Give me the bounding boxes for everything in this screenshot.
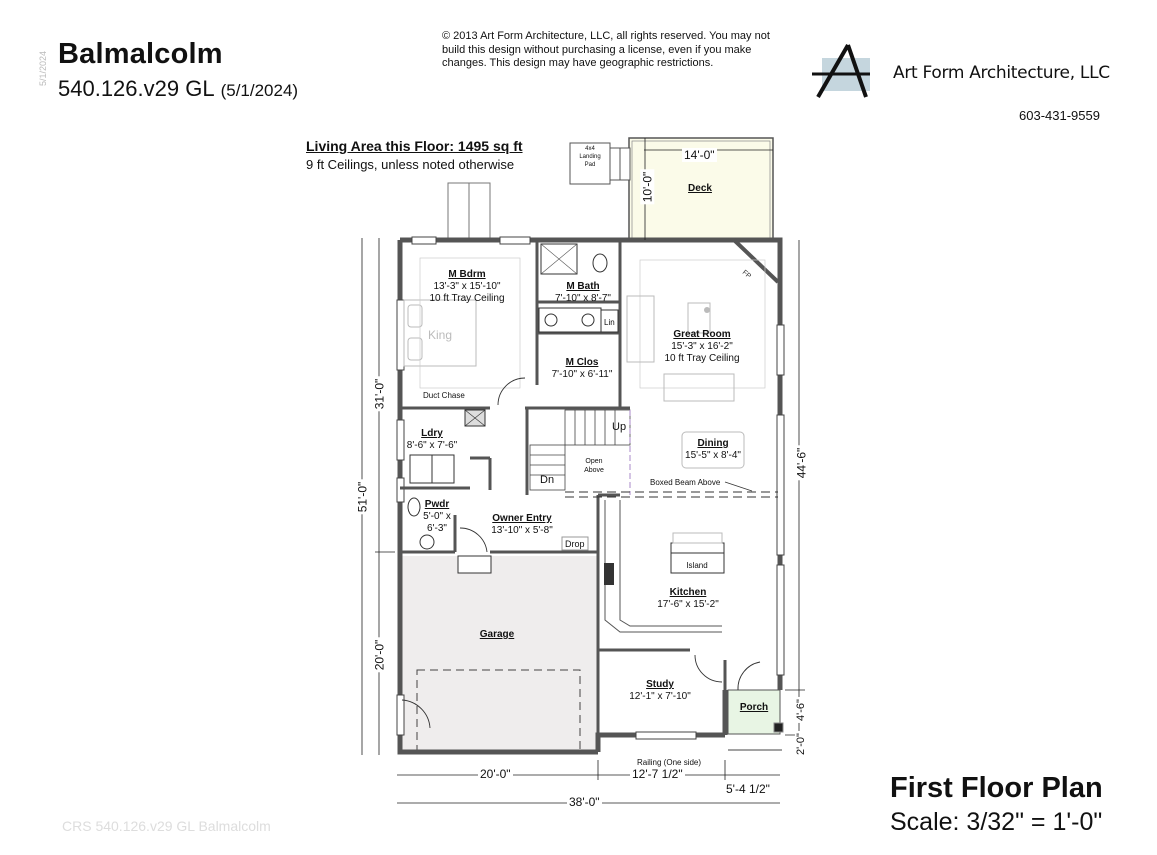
- boxed-beam-label: Boxed Beam Above: [650, 478, 721, 487]
- room-name: Kitchen: [669, 587, 707, 598]
- dim-bottom-garage: 20'-0": [478, 767, 513, 781]
- room-size: 17'-6" x 15'-2": [657, 599, 719, 610]
- room-size: 7'-10" x 8'-7": [555, 293, 611, 304]
- room-name: Porch: [739, 702, 769, 713]
- room-garage: Garage: [480, 629, 514, 641]
- plan-code-text: 540.126.v29 GL: [58, 76, 215, 101]
- room-name: Great Room: [673, 329, 731, 340]
- interior-walls: [400, 240, 727, 752]
- ceiling-note: 9 ft Ceilings, unless noted otherwise: [306, 157, 515, 172]
- dim-bottom-mid: 12'-7 1/2": [630, 767, 685, 781]
- room-name: Ldry: [421, 428, 443, 439]
- room-name: M Bdrm: [448, 269, 486, 280]
- room-size: 13'-3" x 15'-10": [433, 281, 501, 292]
- dim-right-porch: 4'-6": [794, 697, 807, 723]
- drop-label: Drop: [565, 539, 585, 549]
- dim-right-main: 44'-6": [794, 445, 809, 481]
- room-size: 5'-0" x: [423, 511, 451, 522]
- plan-name: Balmalcolm: [58, 38, 223, 70]
- room-note: 10 ft Tray Ceiling: [664, 353, 740, 364]
- watermark: CRS 540.126.v29 GL Balmalcolm: [62, 818, 271, 834]
- stair-up-label: Up: [612, 421, 627, 433]
- firm-name: Art Form Architecture, LLC: [893, 63, 1110, 83]
- room-name: Garage: [479, 629, 515, 640]
- dim-left-total: 51'-0": [355, 479, 370, 515]
- room-name: M Bath: [566, 281, 600, 292]
- room-name: Deck: [688, 183, 712, 194]
- room-name: M Clos: [565, 357, 599, 368]
- living-area-note: Living Area this Floor: 1495 sq ft: [306, 138, 523, 154]
- room-size: 15'-5" x 8'-4": [685, 450, 741, 461]
- railing-label: Railing (One side): [637, 758, 702, 767]
- plan-code: 540.126.v29 GL (5/1/2024): [58, 76, 298, 102]
- dim-bottom-porch: 5'-4 1/2": [724, 782, 772, 796]
- dim-deck-width: 14'-0": [682, 148, 717, 162]
- firm-phone: 603-431-9559: [1019, 108, 1100, 123]
- dim-left-lower: 20'-0": [372, 637, 387, 673]
- room-name: Owner Entry: [492, 513, 552, 524]
- dim-deck-depth: 10'-0": [640, 169, 655, 205]
- bed-label: King: [427, 328, 453, 342]
- room-size-2: 6'-3": [427, 523, 447, 534]
- room-size: 12'-1" x 7'-10": [629, 691, 691, 702]
- dim-right-step: 2'-0": [794, 731, 807, 757]
- stairs: [529, 409, 631, 491]
- room-size: 15'-3" x 16'-2": [671, 341, 733, 352]
- island-label: Island: [686, 561, 708, 570]
- room-size: 13'-10" x 5'-8": [491, 525, 553, 536]
- room-porch: Porch: [740, 702, 768, 714]
- room-name: Study: [646, 679, 674, 690]
- room-size: 8'-6" x 7'-6": [406, 440, 458, 451]
- duct-chase-label: Duct Chase: [423, 391, 465, 400]
- fireplace-label: FP: [741, 269, 753, 280]
- room-note: 10 ft Tray Ceiling: [429, 293, 505, 304]
- stair-down-label: Dn: [540, 474, 555, 486]
- room-deck: Deck: [688, 183, 712, 195]
- room-size: 7'-10" x 6'-11": [551, 369, 613, 380]
- dim-left-upper: 31'-0": [372, 376, 387, 412]
- copyright-notice: © 2013 Art Form Architecture, LLC, all r…: [442, 30, 770, 69]
- room-name: Dining: [697, 438, 729, 449]
- dim-bottom-total: 38'-0": [567, 795, 602, 809]
- plan-title: First Floor Plan: [890, 772, 1103, 804]
- a-frame-logo-icon: [812, 44, 870, 98]
- linen-label: Lin: [604, 318, 615, 327]
- plan-date: (5/1/2024): [220, 81, 299, 100]
- room-name: Pwdr: [424, 499, 450, 510]
- plan-scale: Scale: 3/32" = 1'-0": [890, 808, 1103, 836]
